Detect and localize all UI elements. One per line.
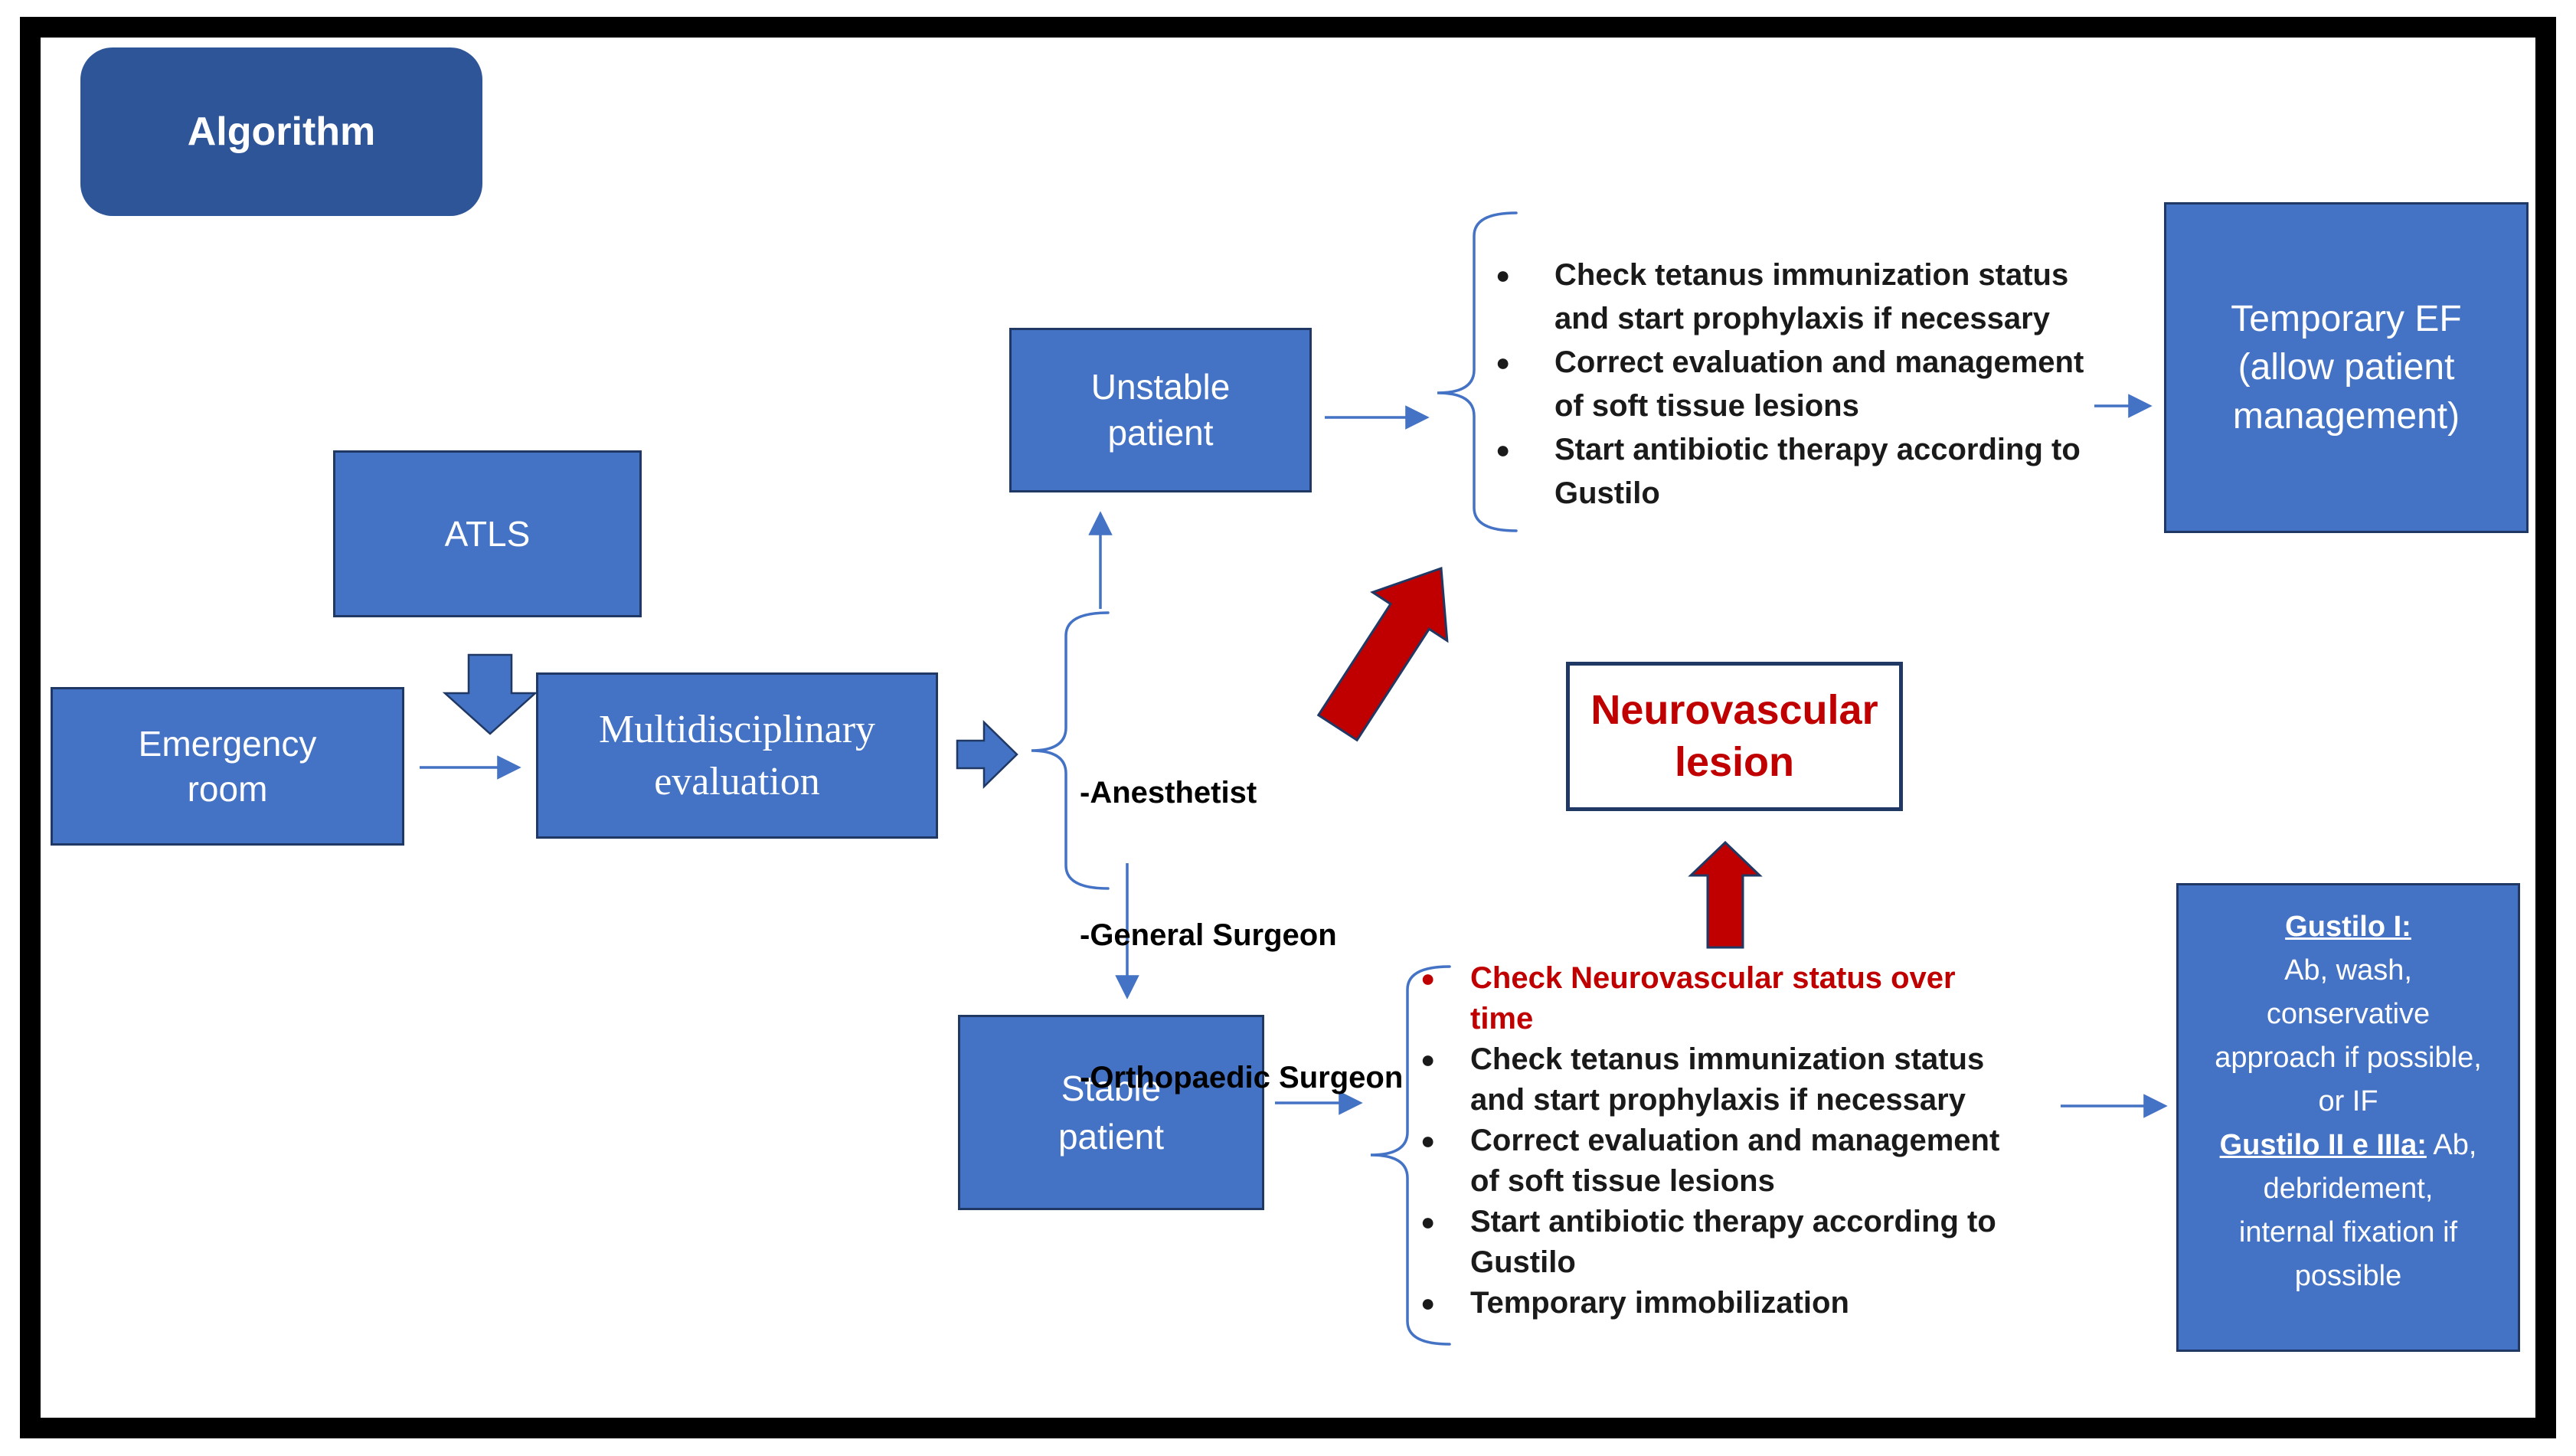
bullet-icon: ●: [1420, 1208, 1436, 1235]
list-item: ●Check tetanus immunization status and s…: [1420, 1039, 2071, 1121]
gustilo-treatment-box: Gustilo I: Ab, wash, conservative approa…: [2176, 883, 2520, 1352]
team-list-item: -Orthopaedic Surgeon: [1080, 1061, 1404, 1094]
gustilo-line: Ab, wash,: [2284, 954, 2412, 986]
gustilo-line: Gustilo II e IIIa: Ab,: [2219, 1129, 2477, 1161]
bullet-icon: ●: [1420, 1127, 1436, 1154]
bullet-icon: ●: [1420, 1289, 1436, 1317]
unstable-patient-box: Unstable patient: [1009, 328, 1312, 492]
diagram-frame: [20, 17, 2556, 1438]
list-item: ●Start antibiotic therapy according to G…: [1496, 428, 2100, 515]
gustilo-line: possible: [2294, 1260, 2402, 1292]
stable-actions-list: ●Check Neurovascular status over time ●C…: [1420, 958, 2071, 1323]
bullet-icon: ●: [1420, 964, 1436, 992]
emergency-room-box: Emergency room: [51, 687, 404, 846]
team-list-item: -General Surgeon: [1080, 918, 1337, 952]
list-item: ●Correct evaluation and management of so…: [1420, 1121, 2071, 1202]
gustilo-line: Gustilo I:: [2285, 911, 2411, 943]
neurovascular-lesion-box: Neurovascular lesion: [1566, 662, 1903, 811]
temporary-ef-box: Temporary EF (allow patient management): [2164, 202, 2529, 533]
team-list: -Anesthetist -General Surgeon -Orthopaed…: [1080, 674, 1403, 1149]
gustilo-line: conservative: [2266, 998, 2431, 1030]
team-list-item: -Anesthetist: [1080, 776, 1257, 810]
bullet-icon: ●: [1496, 348, 1511, 376]
list-item: ●Start antibiotic therapy according to G…: [1420, 1202, 2071, 1283]
list-item: ●Correct evaluation and management of so…: [1496, 341, 2100, 428]
block-arrow-multidisciplinary-right: [956, 720, 1018, 789]
brace-stable-actions: [1370, 965, 1451, 1346]
gustilo-line: or IF: [2318, 1085, 2378, 1117]
brace-unstable-actions: [1437, 211, 1518, 532]
multidisciplinary-evaluation-box: Multidisciplinary evaluation: [536, 672, 938, 839]
list-item-warning: ●Check Neurovascular status over time: [1420, 958, 2071, 1039]
list-item: ●Temporary immobilization: [1420, 1283, 2071, 1323]
brace-team-list: [1031, 611, 1110, 890]
gustilo-line: debridement,: [2263, 1173, 2434, 1205]
gustilo-line: approach if possible,: [2215, 1042, 2482, 1074]
bullet-icon: ●: [1496, 261, 1511, 289]
block-arrow-atls-down: [442, 653, 538, 735]
unstable-actions-list: ●Check tetanus immunization status and s…: [1496, 254, 2100, 515]
neurovascular-warning-arrow-diagonal: [1316, 566, 1449, 742]
neurovascular-warning-arrow-up: [1688, 840, 1763, 949]
list-item: ●Check tetanus immunization status and s…: [1496, 254, 2100, 341]
stable-patient-box: Stable patient: [958, 1015, 1264, 1210]
gustilo-line: internal fixation if: [2238, 1216, 2458, 1248]
algorithm-title-badge: Algorithm: [80, 47, 482, 216]
bullet-icon: ●: [1496, 436, 1511, 463]
atls-box: ATLS: [333, 450, 642, 617]
bullet-icon: ●: [1420, 1045, 1436, 1073]
